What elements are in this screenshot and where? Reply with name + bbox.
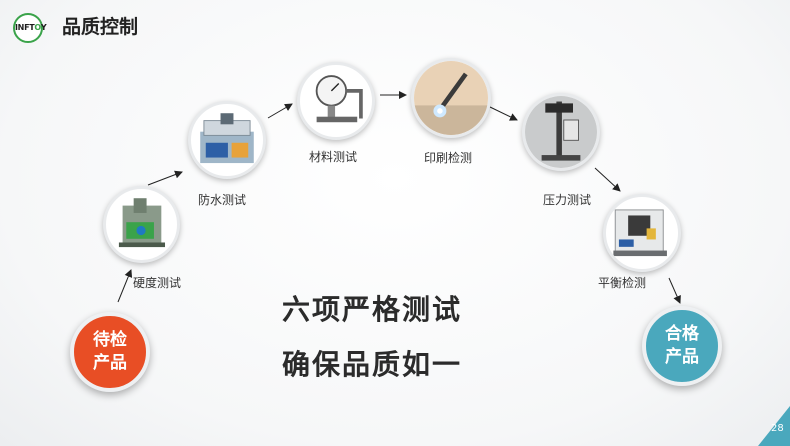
headline-line2: 确保品质如一 [282, 348, 463, 381]
step-label-pressure: 压力测试 [543, 193, 592, 207]
step-label-waterproof: 防水测试 [198, 193, 247, 207]
start-node: 待检 产品 [70, 312, 150, 392]
logo-text: INFTOY [15, 23, 47, 32]
brand-logo: INFTOY [13, 13, 47, 43]
hardness-tester-icon [118, 198, 166, 248]
end-node-line1: 合格 [665, 324, 699, 344]
end-node: 合格 产品 [642, 306, 722, 386]
arrow-6 [594, 167, 621, 192]
arrow-5 [489, 106, 518, 121]
arrow-1 [117, 269, 133, 303]
step-label-material: 材料测试 [309, 150, 358, 164]
arrow-2 [147, 170, 183, 186]
start-node-line1: 待检 [93, 330, 127, 350]
step-node-print [411, 58, 491, 138]
arrow-7 [668, 277, 681, 304]
step-node-material [297, 62, 375, 140]
step-label-hardness: 硬度测试 [133, 276, 182, 290]
waterproof-machine-icon [200, 113, 254, 164]
page-title: 品质控制 [62, 16, 139, 38]
step-node-hardness [103, 186, 180, 263]
page-number: 28 [771, 423, 784, 434]
step-node-pressure [522, 93, 600, 171]
end-node-line2: 产品 [665, 347, 699, 367]
balance-tester-icon [613, 209, 667, 257]
step-label-print: 印刷检测 [424, 151, 473, 165]
headline-line1: 六项严格测试 [282, 293, 463, 326]
arrow-3 [267, 103, 293, 119]
light-pen-icon [414, 61, 488, 135]
thickness-gauge-icon [315, 75, 363, 123]
pressure-tester-icon [525, 96, 597, 168]
step-node-waterproof [188, 101, 266, 179]
step-label-balance: 平衡检测 [598, 276, 647, 290]
step-node-balance [603, 194, 681, 272]
page-corner [758, 406, 790, 446]
start-node-line2: 产品 [93, 353, 127, 373]
